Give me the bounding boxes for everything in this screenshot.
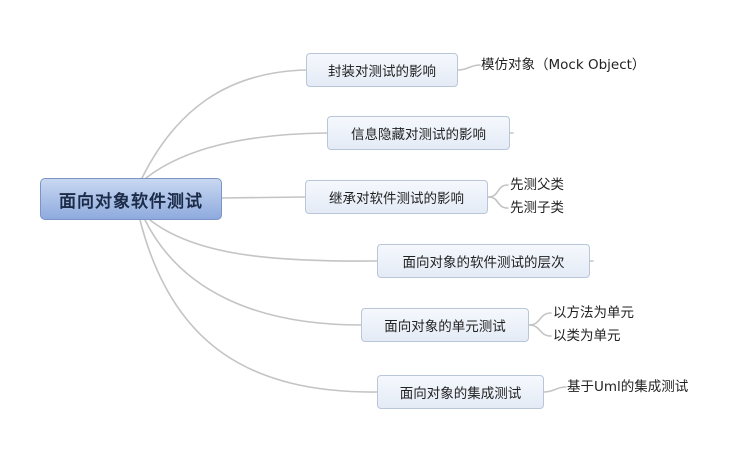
connector-root-b1 — [145, 132, 328, 179]
connector-root-b3 — [149, 219, 378, 262]
connector-b2-l2 — [487, 196, 509, 209]
connector-b0-l0 — [457, 64, 481, 71]
connector-b2-l1 — [487, 184, 509, 198]
leaf-uml-integration[interactable]: 基于Uml的集成测试 — [567, 379, 689, 395]
branch-inheritance[interactable]: 继承对软件测试的影响 — [305, 180, 488, 214]
branch-encapsulation[interactable]: 封装对测试的影响 — [306, 53, 458, 87]
connector-root-b4 — [144, 219, 362, 326]
branch-information-hiding[interactable]: 信息隐藏对测试的影响 — [327, 116, 510, 150]
branch-integration-testing[interactable]: 面向对象的集成测试 — [377, 375, 544, 409]
branch-unit-testing[interactable]: 面向对象的单元测试 — [361, 308, 529, 342]
connector-root-b0 — [141, 69, 307, 179]
leaf-test-parent-first[interactable]: 先测父类 — [510, 177, 564, 193]
connector-b4-l4 — [528, 324, 552, 337]
branch-test-levels[interactable]: 面向对象的软件测试的层次 — [377, 244, 590, 278]
root-topic[interactable]: 面向对象软件测试 — [40, 178, 222, 220]
connector-b4-l3 — [528, 312, 552, 326]
connector-root-b5 — [139, 219, 378, 393]
connector-b5-l5 — [543, 386, 567, 393]
leaf-mock-object[interactable]: 模仿对象（Mock Object） — [481, 57, 646, 73]
leaf-method-as-unit[interactable]: 以方法为单元 — [553, 305, 634, 321]
leaf-class-as-unit[interactable]: 以类为单元 — [553, 328, 621, 344]
leaf-test-child-first[interactable]: 先测子类 — [510, 200, 564, 216]
connector-root-b2 — [221, 196, 306, 199]
